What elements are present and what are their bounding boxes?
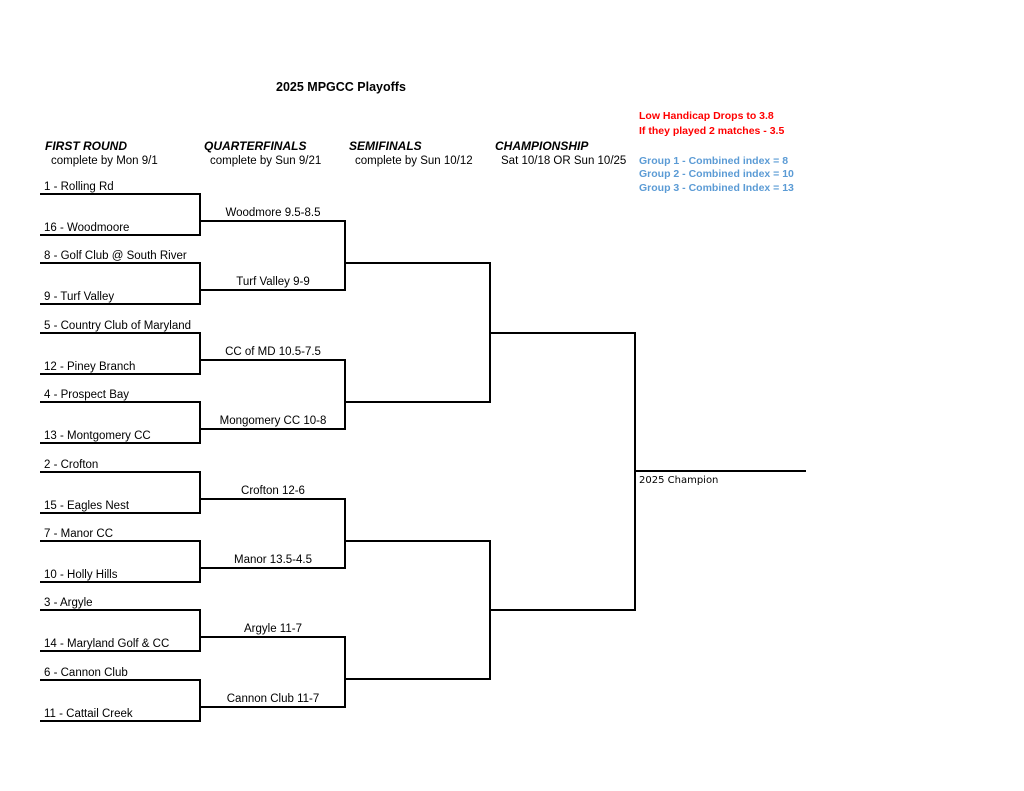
semifinal-line	[345, 401, 491, 403]
quarterfinal-result: Crofton 12-6	[241, 485, 305, 497]
semifinal-line	[345, 262, 491, 264]
team-name: 10 - Holly Hills	[44, 569, 118, 581]
champion-line	[635, 470, 806, 472]
bracket-line	[40, 581, 201, 583]
team-name: 4 - Prospect Bay	[44, 389, 130, 401]
bracket-line	[200, 359, 346, 361]
champion-label: 2025 Champion	[639, 475, 719, 486]
bracket-line	[200, 636, 346, 638]
team-name: 14 - Maryland Golf & CC	[44, 638, 170, 650]
round-deadline-championship: Sat 10/18 OR Sun 10/25	[501, 155, 627, 167]
handicap-note: If they played 2 matches - 3.5	[639, 125, 785, 137]
team-name: 12 - Piney Branch	[44, 361, 136, 373]
bracket-line	[40, 332, 201, 334]
quarterfinal-result: Mongomery CC 10-8	[219, 415, 327, 427]
semifinal-line	[345, 678, 491, 680]
team-name: 5 - Country Club of Maryland	[44, 320, 192, 332]
bracket-line	[40, 512, 201, 514]
bracket-connector	[344, 636, 346, 708]
bracket-line	[40, 373, 201, 375]
team-name: 7 - Manor CC	[44, 528, 114, 540]
bracket-line	[40, 303, 201, 305]
bracket-line	[40, 471, 201, 473]
bracket-connector	[199, 609, 201, 652]
round-header-semifinals: SEMIFINALS	[349, 139, 422, 153]
quarterfinal-result: CC of MD 10.5-7.5	[225, 346, 321, 358]
quarterfinal-result: Manor 13.5-4.5	[234, 554, 312, 566]
group-note: Group 3 - Combined Index = 13	[639, 182, 794, 194]
round-deadline-semifinals: complete by Sun 10/12	[355, 155, 473, 167]
bracket-line	[40, 401, 201, 403]
bracket-line	[40, 540, 201, 542]
round-header-quarterfinals: QUARTERFINALS	[204, 139, 307, 153]
bracket-line	[40, 193, 201, 195]
team-name: 3 - Argyle	[44, 597, 93, 609]
final-line	[490, 332, 636, 334]
quarterfinal-result: Turf Valley 9-9	[236, 276, 310, 288]
team-name: 2 - Crofton	[44, 459, 99, 471]
bracket-connector	[199, 262, 201, 305]
quarterfinal-result: Woodmore 9.5-8.5	[225, 207, 321, 219]
team-name: 13 - Montgomery CC	[44, 430, 151, 442]
bracket-line	[200, 428, 346, 430]
page-title: 2025 MPGCC Playoffs	[276, 80, 406, 94]
quarterfinal-result: Cannon Club 11-7	[226, 693, 320, 705]
final-line	[490, 609, 636, 611]
team-name: 15 - Eagles Nest	[44, 500, 130, 512]
bracket-connector	[344, 359, 346, 430]
bracket-line	[40, 262, 201, 264]
quarterfinal-result: Argyle 11-7	[244, 623, 302, 635]
round-header-championship: CHAMPIONSHIP	[495, 139, 589, 153]
bracket-line	[40, 679, 201, 681]
bracket-connector	[199, 679, 201, 722]
bracket-line	[200, 567, 346, 569]
bracket-line	[200, 706, 346, 708]
handicap-note: Low Handicap Drops to 3.8	[639, 110, 774, 122]
team-name: 16 - Woodmoore	[44, 222, 130, 234]
bracket-line	[40, 720, 201, 722]
bracket-line	[40, 650, 201, 652]
bracket-line	[40, 442, 201, 444]
bracket-line	[200, 289, 346, 291]
bracket-connector	[199, 332, 201, 375]
group-note: Group 2 - Combined index = 10	[639, 168, 794, 180]
team-name: 8 - Golf Club @ South River	[44, 250, 187, 262]
team-name: 9 - Turf Valley	[44, 291, 115, 303]
round-header-first-round: FIRST ROUND	[45, 139, 127, 153]
semifinal-line	[345, 540, 491, 542]
bracket-connector	[344, 498, 346, 569]
round-deadline-first-round: complete by Mon 9/1	[51, 155, 158, 167]
team-name: 11 - Cattail Creek	[44, 708, 133, 720]
bracket-connector	[199, 471, 201, 514]
team-name: 6 - Cannon Club	[44, 667, 128, 679]
bracket-line	[40, 609, 201, 611]
bracket-line	[200, 498, 346, 500]
bracket-connector	[199, 193, 201, 236]
bracket-line	[200, 220, 346, 222]
round-deadline-quarterfinals: complete by Sun 9/21	[210, 155, 322, 167]
bracket-connector	[344, 220, 346, 291]
group-note: Group 1 - Combined index = 8	[639, 155, 789, 167]
bracket-connector	[199, 540, 201, 583]
bracket-line	[40, 234, 201, 236]
bracket-connector	[199, 401, 201, 444]
team-name: 1 - Rolling Rd	[44, 181, 114, 193]
